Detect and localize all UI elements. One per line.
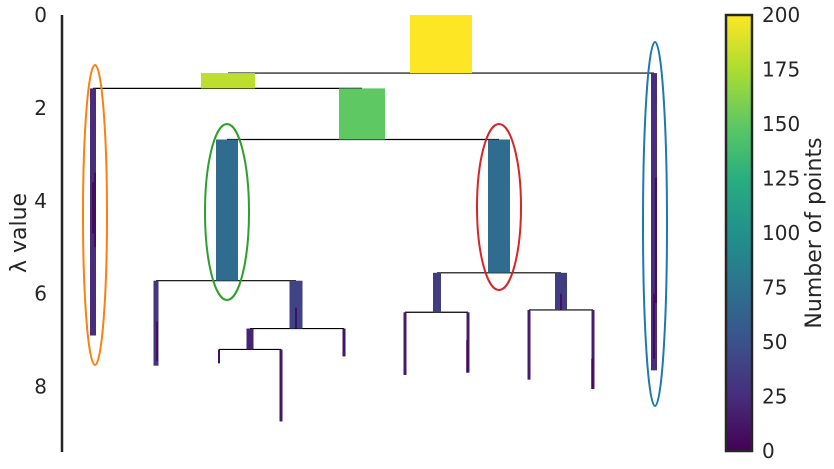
colorbar-tick-label: 0 [762,439,775,463]
y-axis-ticks: 0 2 4 6 8 [34,3,47,399]
cluster-ellipse-c_green [204,123,250,301]
colorbar-tick-label: 200 [762,3,800,27]
y-tick-label: 0 [34,3,47,27]
tree-bar-c_red [488,139,510,273]
colorbar-tick-label: 125 [762,167,800,191]
colorbar-tick-label: 150 [762,112,800,136]
y-tick-label: 2 [34,96,47,120]
tree-bar-g_right [289,280,303,329]
tree-bar-gr_right [342,328,346,357]
colorbar-ticks: 0 25 50 75 100 125 150 175 200 [762,3,800,463]
tree-bars [90,15,657,422]
tree-bar-gr_left [246,328,254,350]
tree-bar-rr_right [591,309,595,389]
cluster-ellipse-c_red [476,123,522,291]
y-axis-label: λ value [7,193,32,273]
tree-bar-g_left [153,280,159,366]
cluster-ellipse-c_orange [82,64,108,366]
tree-bar-n_mid [339,88,385,140]
colorbar-tick-label: 25 [762,385,787,409]
colorbar [724,13,754,453]
tree-bar-c_blue [651,73,657,371]
tree-bar-r_right [555,272,567,310]
y-tick-label: 8 [34,375,47,399]
tree-slivers [92,172,657,389]
cluster-ellipse-c_blue [642,41,668,407]
colorbar-tick-label: 100 [762,221,800,245]
colorbar-tick-label: 75 [762,276,787,300]
colorbar-tick-label: 50 [762,330,787,354]
tree-bar-root [410,15,472,74]
tree-bar-rl_left [403,312,407,375]
tree-bar-c_green [216,139,238,281]
tree-bar-rl_right [466,312,470,373]
tree-bar-grl_left [218,349,220,364]
colorbar-tick-label: 175 [762,58,800,82]
tree-bar-n_left [201,73,255,89]
y-tick-label: 6 [34,282,47,306]
colorbar-label: Number of points [802,137,827,328]
cluster-selection-ellipses [82,41,668,407]
tree-bar-rr_left [527,309,531,380]
tree-bar-grl_right [279,349,283,422]
y-tick-label: 4 [34,189,47,213]
tree-bar-r_left [433,272,441,313]
